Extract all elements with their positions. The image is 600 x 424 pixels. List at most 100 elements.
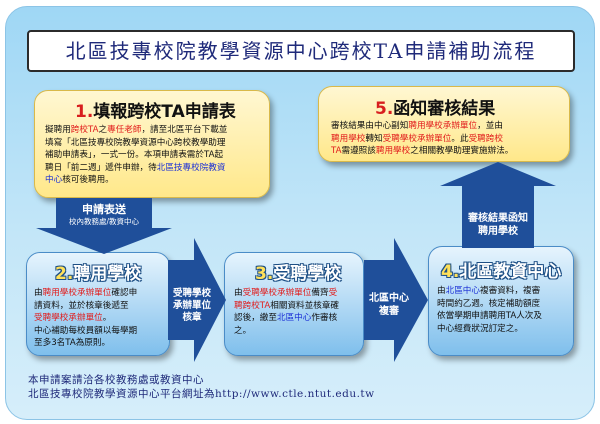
step4-body-text: 北區中心 [445,286,480,296]
step4-card: 4.北區教資中心 由北區中心複審資料，複審時間約乙週。核定補助額度依當學期申請聘… [428,246,574,356]
arrow-right-icon [168,238,226,362]
step3-body-text: 作審核 [311,313,338,323]
step2-body-line: 由聘用學校承辦單位確認申 [34,287,168,300]
arrow-up-line1: 審核結果函知 [468,213,528,224]
step3-heading: 3.受聘學校 [255,259,341,284]
step1-body-text: ，請至北區平台下載並 [141,125,228,135]
step3-number: 3. [255,264,274,284]
step5-body-text: 聘用學校 [331,133,366,144]
footer-note: 本申請案請洽各校教務處或教資中心 北區技專校院教學資源中心平台網址為http:/… [28,373,375,401]
step1-body-text: 跨校TA [70,125,99,135]
step4-body-text: 時間約乙週。核定補助額度 [437,298,541,309]
step4-title: 北區教資中心 [459,262,562,282]
step4-body-text: 中心經費狀況訂定之。 [437,323,523,334]
step5-heading: 5.函知審核結果 [375,94,495,119]
arrow-up-icon [440,162,556,248]
step1-body-line: 填寫「北區技專校院教學資源中心跨校教學助理 [45,137,265,150]
arrow-3-4-label: 北區中心 複審 [362,292,416,318]
step4-body: 由北區中心複審資料，複審時間約乙週。核定補助額度依當學期申請聘用TA人次及中心經… [437,285,573,335]
step1-heading: 1.填報跨校TA申請表 [75,97,236,122]
arrow-2-3-line1: 受聘學校 [172,288,211,299]
step3-body-text: 之。 [234,325,252,336]
arrow-down-label: 申請表送 校內教務處/教資中心 [34,203,174,227]
step5-body-text: 。此 [451,133,469,144]
step2-body-line: 請資料，並於核章後遞至 [34,300,168,313]
arrow-right-icon [364,238,428,362]
step1-body-text: 之 [98,125,108,135]
page-title: 北區技專校院教學資源中心跨校TA申請補助流程 [65,39,537,63]
step3-body-text: 受聘學校承辦單位 [242,288,312,298]
step3-title: 受聘學校 [273,264,342,284]
step1-body: 擬聘用跨校TA之專任老師，請至北區平台下載並填寫「北區技專校院教學資源中心跨校教… [45,124,265,187]
step5-body-text: 轉知 [365,133,383,144]
step5-body: 審核結果由中心副知聘用學校承辦單位，並由聘用學校轉知受聘學校承辦單位。此受聘跨校… [331,120,565,158]
arrow-down-line2: 校內教務處/教資中心 [68,217,140,226]
step2-body-text: 受聘學校承辦單位 [34,313,103,323]
step4-body-text: 依當學期申請聘用TA人次及 [437,311,542,321]
step5-body-text: 之相關教學助理實施辦法。 [410,146,514,156]
step2-number: 2. [55,264,74,284]
step2-body-line: 受聘學校承辦單位。 [34,312,168,325]
step3-body-text: 受 [328,288,338,298]
step1-body-text: 核可後聘用。 [62,175,114,185]
step5-card: 5.函知審核結果 審核結果由中心副知聘用學校承辦單位，並由聘用學校轉知受聘學校承… [318,86,570,162]
arrow-3-4-line2: 複審 [379,306,399,317]
step3-body-text: 認後，繳至 [234,313,277,323]
step1-body-text: 聘日「前二週」遞件申辦，待 [45,162,157,173]
step2-title: 聘用學校 [73,264,142,284]
step3-body-text: 北區中心 [276,313,312,323]
step3-body-text: 相關資料並核章確 [270,300,340,311]
step5-body-text: ，並由 [477,121,503,131]
step1-body-text: 中心 [45,175,63,185]
step1-title: 填報跨校TA申請表 [93,102,236,122]
step4-body-line: 中心經費狀況訂定之。 [437,323,573,336]
footer-line2: 北區技專校院教學資源中心平台網址為http://www.ctle.ntut.ed… [28,388,375,400]
step4-body-text: 由 [437,286,446,296]
step2-card: 2.聘用學校 由聘用學校承辦單位確認申請資料，並於核章後遞至受聘學校承辦單位。中… [26,252,170,356]
step4-body-line: 由北區中心複審資料，複審 [437,285,573,298]
step4-body-text: 複審資料，複審 [480,286,541,296]
step5-body-line: TA需遵照該聘用學校之相關教學助理實施辦法。 [331,145,565,158]
step5-body-text: 聘用學校承辦單位 [408,121,478,131]
step3-body-line: 之。 [234,325,362,338]
step3-body-line: 認後，繳至北區中心作審核 [234,312,362,325]
step1-body-text: 北區技專校院教資 [156,162,226,173]
step3-body: 由受聘學校承辦單位備齊受聘跨校TA相關資料並核章確認後，繳至北區中心作審核之。 [234,287,362,337]
step1-body-text: 專任老師 [107,125,142,135]
step1-card: 1.填報跨校TA申請表 擬聘用跨校TA之專任老師，請至北區平台下載並填寫「北區技… [34,90,270,198]
step2-body-text: 確認申 [111,288,138,298]
step2-body-line: 中心補助每校員額以每學期 [34,325,168,338]
step5-title: 函知審核結果 [393,99,496,119]
step5-body-text: 審核結果由中心副知 [331,121,409,131]
step4-heading: 4.北區教資中心 [441,257,561,282]
step5-number: 5. [375,99,394,119]
step1-body-line: 補助申請表」，一式一份。本項申請表需於TA起 [45,149,265,162]
step1-body-text: 擬聘用 [45,125,71,135]
step5-body-text: 受聘學校承辦單位 [382,133,452,144]
step2-body-text: 中心補助每校員額以每學期 [34,325,138,336]
step2-heading: 2.聘用學校 [55,259,141,284]
step5-body-text: 聘用學校 [375,146,411,156]
step3-body-text: 備齊 [311,288,329,298]
step5-body-line: 審核結果由中心副知聘用學校承辦單位，並由 [331,120,565,133]
arrow-2-3-line3: 核章 [182,312,202,323]
step5-body-text: TA [331,146,342,156]
arrow-up-line2: 聘用學校 [478,226,518,237]
step2-body-text: 。 [102,313,112,323]
step1-body-line: 擬聘用跨校TA之專任老師，請至北區平台下載並 [45,124,265,137]
step3-body-line: 聘跨校TA相關資料並核章確 [234,300,362,313]
step2-body-text: 至多3名TA為原則。 [34,338,111,348]
step1-body-text: 補助申請表」，一式一份。本項申請表需於TA起 [45,150,224,160]
step2-body: 由聘用學校承辦單位確認申請資料，並於核章後遞至受聘學校承辦單位。中心補助每校員額… [34,287,168,350]
step2-body-line: 至多3名TA為原則。 [34,337,168,350]
title-box: 北區技專校院教學資源中心跨校TA申請補助流程 [27,30,575,72]
step3-card: 3.受聘學校 由受聘學校承辦單位備齊受聘跨校TA相關資料並核章確認後，繳至北區中… [224,252,364,356]
step5-body-text: 受聘跨校 [468,133,503,144]
step3-body-text: 聘跨校TA [234,300,271,311]
step4-number: 4. [441,262,460,282]
arrow-3-4-line1: 北區中心 [369,293,409,304]
arrow-2-3-line2: 承辦單位 [172,300,211,311]
step1-body-line: 聘日「前二週」遞件申辦，待北區技專校院教資 [45,162,265,175]
step3-body-text: 由 [234,288,243,298]
arrow-up-label: 審核結果函知 聘用學校 [440,212,556,238]
